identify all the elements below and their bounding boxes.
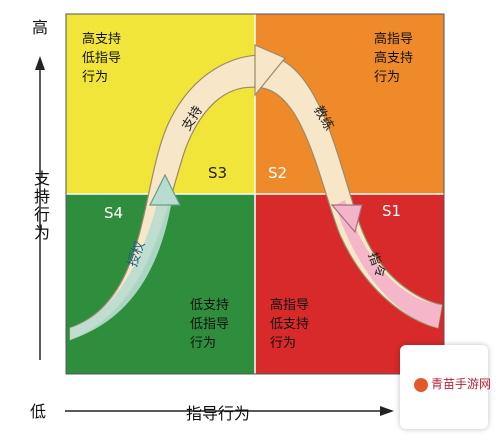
quadrant-s2-text: 高指导 高支持 行为 <box>374 32 414 85</box>
y-axis-label: 支持行为 <box>31 170 50 242</box>
stage-label-s1: S1 <box>382 202 402 220</box>
stage-label-s4: S4 <box>104 204 124 222</box>
watermark-text: 青苗手游网 <box>431 377 492 391</box>
quadrant-s4-text: 低支持 低指导 行为 <box>190 298 230 351</box>
quadrant-s3-text: 高支持 低指导 行为 <box>82 32 122 85</box>
stage-label-s3: S3 <box>208 164 228 182</box>
curve-tint-s4 <box>70 200 172 340</box>
chart-frame <box>65 13 445 375</box>
arrowhead-top <box>254 44 286 97</box>
watermark-badge: 青苗手游网 <box>400 345 492 429</box>
x-axis-arrowhead <box>380 406 394 416</box>
y-axis-high-label: 高 <box>32 18 49 37</box>
stage-label-s2: S2 <box>268 164 288 182</box>
watermark-logo-icon <box>414 377 428 392</box>
x-axis-label: 指导行为 <box>186 404 251 423</box>
y-axis-arrowhead <box>35 56 45 70</box>
y-axis-low-label: 低 <box>30 402 47 421</box>
arrowhead-s4 <box>149 173 181 206</box>
quadrant-s1-text: 高指导 低支持 行为 <box>270 298 310 351</box>
arrowhead-s1 <box>330 204 363 234</box>
